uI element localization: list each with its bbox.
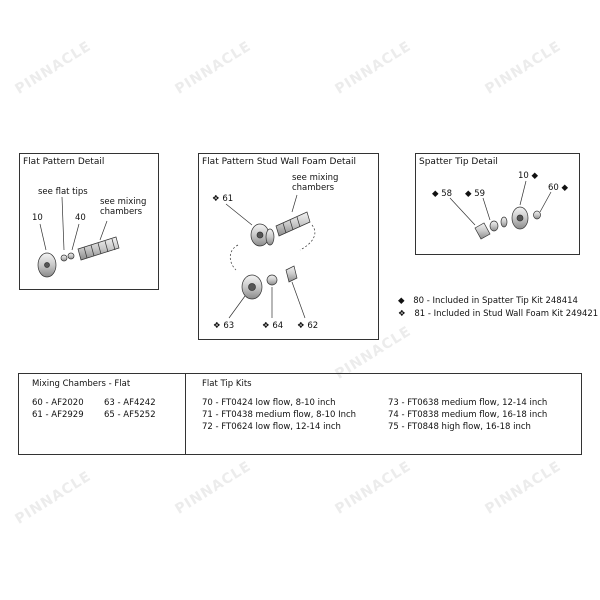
- part-64-label: ❖ 64: [262, 321, 284, 331]
- legend-text: 81 - Included in Stud Wall Foam Kit 2494…: [414, 309, 599, 319]
- table-divider: [185, 373, 186, 455]
- spatter-part-10-label: 10 ◆: [518, 171, 539, 181]
- see-mixing-chambers-label: see mixing chambers: [100, 197, 147, 217]
- parts-table: [18, 373, 582, 455]
- mixing-chamber-item: 65 - AF5252: [104, 410, 156, 420]
- flat-pattern-title: Flat Pattern Detail: [23, 157, 105, 167]
- legend-spatter-kit: ◆ 80 - Included in Spatter Tip Kit 24841…: [398, 296, 578, 306]
- stud-wall-parts: [225, 194, 316, 319]
- flat-tip-kit-item: 75 - FT0848 high flow, 16-18 inch: [388, 422, 531, 432]
- flat-tip-kit-item: 70 - FT0424 low flow, 8-10 inch: [202, 398, 336, 408]
- legend-text: 80 - Included in Spatter Tip Kit 248414: [413, 296, 578, 306]
- mixing-chamber-item: 60 - AF2020: [32, 398, 84, 408]
- flat-tip-kit-item: 71 - FT0438 medium flow, 8-10 Inch: [202, 410, 357, 420]
- spatter-tip-title: Spatter Tip Detail: [419, 157, 498, 167]
- part-62-label: ❖ 62: [297, 321, 319, 331]
- flat-tip-kit-item: 74 - FT0838 medium flow, 16-18 inch: [388, 410, 548, 420]
- part-10-label: 10: [32, 213, 43, 223]
- mixing-chamber-item: 61 - AF2929: [32, 410, 84, 420]
- see-mixing-chambers-label-2: see mixing chambers: [292, 173, 339, 193]
- stud-wall-title: Flat Pattern Stud Wall Foam Detail: [202, 157, 357, 167]
- see-flat-tips-label: see flat tips: [38, 187, 88, 197]
- flat-tip-kit-item: 73 - FT0638 medium flow, 12-14 inch: [388, 398, 548, 408]
- diamond-icon: ◆: [398, 296, 405, 306]
- part-63-label: ❖ 63: [213, 321, 235, 331]
- flower-diamond-icon: ❖: [398, 309, 406, 319]
- flat-tip-kit-item: 72 - FT0624 low flow, 12-14 inch: [202, 422, 341, 432]
- part-40-label: 40: [75, 213, 86, 223]
- spatter-tip-detail-panel: [415, 153, 580, 255]
- mixing-chamber-item: 63 - AF4242: [104, 398, 156, 408]
- part-59-label: ◆ 59: [465, 189, 486, 199]
- stud-wall-foam-detail-panel: [198, 153, 379, 340]
- part-58-label: ◆ 58: [432, 189, 453, 199]
- mixing-chambers-heading: Mixing Chambers - Flat: [32, 379, 131, 389]
- part-60-label: 60 ◆: [548, 183, 569, 193]
- spatter-tip-parts: [449, 180, 552, 240]
- flat-tip-kits-heading: Flat Tip Kits: [202, 379, 252, 389]
- legend-stud-wall-kit: ❖ 81 - Included in Stud Wall Foam Kit 24…: [398, 309, 598, 319]
- flat-pattern-parts: [37, 196, 120, 278]
- part-61-label: ❖ 61: [212, 194, 234, 204]
